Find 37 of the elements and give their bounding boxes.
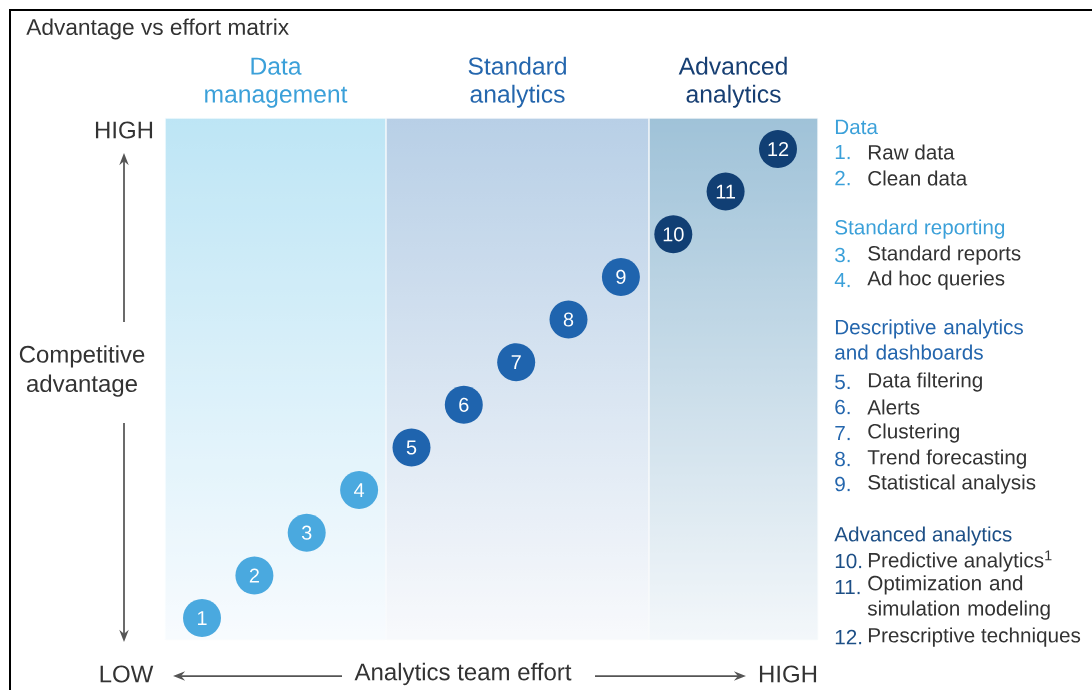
item-number: 8. — [835, 451, 850, 467]
axis-title: Competitive advantage — [19, 345, 145, 397]
item-number: 6. — [835, 399, 850, 415]
item-number: 2. — [835, 170, 850, 186]
axis-title: Analytics team effort — [354, 662, 572, 686]
title: Advantage vs effort matrix — [26, 18, 289, 40]
list-item: Ad hoc queries — [867, 270, 1005, 290]
list-item: Clean data — [868, 170, 968, 186]
list-item: Optimization and simulation modeling — [867, 575, 1050, 620]
list-heading: Descriptive analytics and dashboards — [835, 319, 1023, 360]
item-number: 10. — [835, 553, 862, 569]
axis-label: LOW — [100, 665, 154, 683]
list-heading: Data — [835, 119, 878, 135]
column-heading: Data management — [205, 57, 348, 108]
item-number: 3. — [835, 247, 850, 263]
list-item: Alerts — [867, 399, 920, 415]
list-item: Raw data — [868, 144, 955, 160]
axis-label: HIGH — [95, 121, 153, 139]
list-item: Trend forecasting — [867, 449, 1026, 469]
list-item: Data filtering — [868, 372, 982, 392]
column-heading: Advanced analytics — [678, 56, 787, 108]
list-item: Standard reports — [868, 245, 1021, 265]
item-number: 5. — [835, 374, 850, 390]
list-item: Statistical analysis — [868, 474, 1036, 494]
list-heading: Standard reporting — [835, 219, 1005, 239]
item-number: 4. — [834, 272, 850, 288]
list-item: Clustering — [868, 423, 959, 443]
item-number: 7. — [835, 425, 850, 441]
item-number: 11. — [835, 579, 860, 595]
list-item: Predictive analytics$^{1}$ — [868, 550, 1052, 572]
list-heading: Advanced analytics — [834, 526, 1012, 546]
item-number: 9. — [835, 476, 850, 492]
column-heading: Standard analytics — [468, 56, 566, 108]
item-number: 1. — [835, 144, 850, 160]
list-item: Prescriptive techniques — [868, 627, 1081, 647]
item-number: 12. — [835, 629, 862, 645]
axis-label: HIGH — [759, 665, 817, 683]
